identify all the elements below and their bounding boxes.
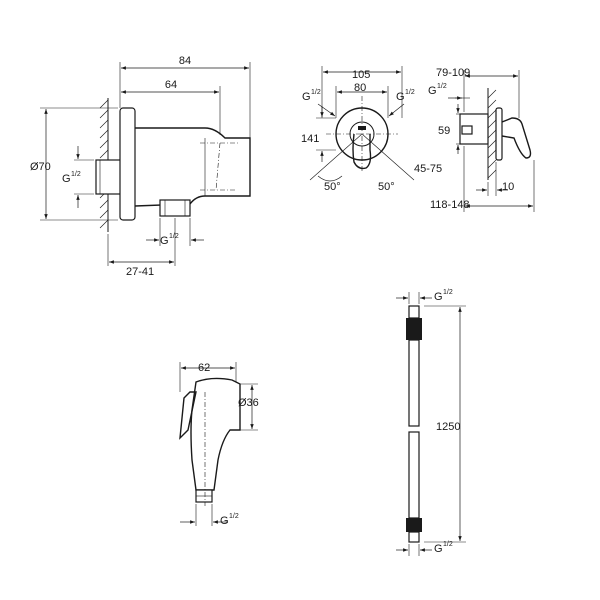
dim-10: 10	[502, 181, 514, 193]
bracket-body	[134, 127, 251, 207]
rosette-plate	[119, 107, 136, 221]
dim-27-41: 27-41	[126, 266, 154, 278]
dim-hose-thread-top-frac: 1/2	[443, 289, 453, 296]
dim-79-109: 79-109	[436, 67, 470, 79]
valve-side-view: 79-109 G 1/2 59 10 118-148	[428, 67, 535, 212]
dim-diameter-70: Ø70	[30, 161, 51, 173]
hose-bottom-thread	[408, 531, 420, 543]
valve-spindle	[461, 125, 473, 135]
dim-62: 62	[198, 362, 210, 374]
dim-thread-inlet: G	[62, 173, 71, 185]
hose-top-nut	[406, 318, 422, 340]
dim-hand-thread-frac: 1/2	[229, 513, 239, 520]
dim-45-75: 45-75	[414, 163, 442, 175]
dim-59: 59	[438, 125, 450, 137]
bracket-side-view: 84 64 Ø70 G 1/2 G 1/2 27-41	[30, 55, 251, 278]
hose-top-thread	[408, 305, 420, 319]
outlet-nipple	[159, 199, 191, 217]
hand-shower-view: 62 Ø36 G 1/2	[179, 362, 259, 527]
dim-side-thread-frac: 1/2	[437, 83, 447, 90]
dim-thread-outlet: G	[160, 235, 169, 247]
dim-side-thread: G	[428, 85, 437, 97]
dim-thread-outlet-frac: 1/2	[169, 233, 179, 240]
dim-angle-left: 50°	[324, 181, 341, 193]
dim-hand-thread: G	[220, 515, 229, 527]
dim-hose-thread-top: G	[434, 291, 443, 303]
dim-118-148: 118-148	[430, 199, 470, 211]
hand-shower-lever	[179, 391, 197, 440]
dim-thread-left: G	[302, 91, 311, 103]
dim-thread-left-frac: 1/2	[311, 89, 321, 96]
hand-shower-body	[190, 377, 241, 491]
dim-angle-right: 50°	[378, 181, 395, 193]
dim-thread-right-frac: 1/2	[405, 89, 415, 96]
valve-lever	[352, 133, 372, 170]
dim-105: 105	[352, 69, 370, 81]
dim-64: 64	[165, 79, 177, 91]
hose-lower	[408, 431, 420, 519]
dim-hose-thread-bottom: G	[434, 543, 443, 555]
dim-141: 141	[301, 133, 319, 145]
dim-80: 80	[354, 82, 366, 94]
dim-diameter-36: Ø36	[238, 397, 259, 409]
valve-side-lever	[501, 117, 532, 159]
dim-1250: 1250	[436, 421, 460, 433]
dim-84: 84	[179, 55, 191, 67]
valve-front-view: 105 80 G 1/2 G 1/2 141 50° 50° 45-75	[301, 66, 442, 193]
hose-upper	[408, 339, 420, 427]
valve-plate	[495, 107, 503, 161]
dim-hose-thread-bottom-frac: 1/2	[443, 541, 453, 548]
hose-view: G 1/2 1250 G 1/2	[396, 289, 466, 556]
dim-thread-right: G	[396, 91, 405, 103]
hose-bottom-nut	[406, 518, 422, 532]
dim-thread-inlet-frac: 1/2	[71, 171, 81, 178]
